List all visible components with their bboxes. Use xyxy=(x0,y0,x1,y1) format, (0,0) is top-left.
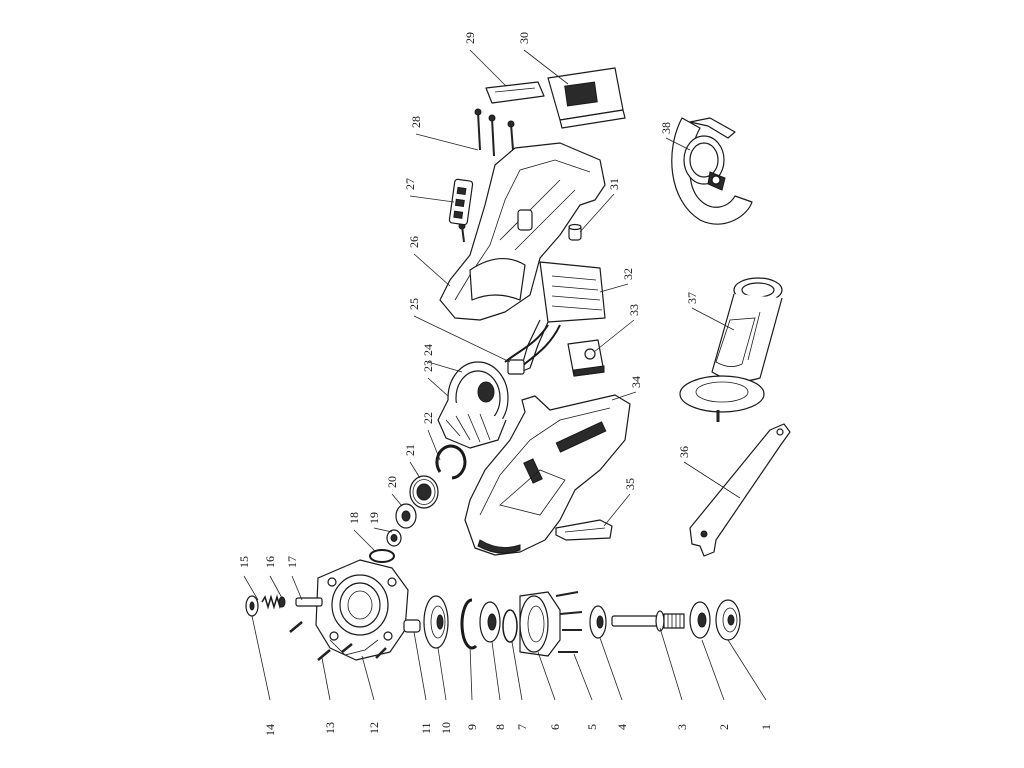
label-18: 18 xyxy=(347,512,361,524)
label-25: 25 xyxy=(407,298,421,310)
label-26: 26 xyxy=(407,236,421,248)
label-17: 17 xyxy=(285,556,299,568)
part-9-circlip xyxy=(460,598,478,650)
label-24: 24 xyxy=(421,344,435,356)
part-37-side-handle xyxy=(679,277,783,422)
part-18-o-ring xyxy=(369,549,395,563)
part-34-motor-housing xyxy=(464,394,631,556)
label-29: 29 xyxy=(463,32,477,44)
label-34: 34 xyxy=(629,376,643,388)
label-4: 4 xyxy=(615,724,629,730)
label-36: 36 xyxy=(677,446,691,458)
part-20-gear xyxy=(395,503,417,529)
label-9: 9 xyxy=(465,724,479,730)
label-2: 2 xyxy=(717,724,731,730)
label-11: 11 xyxy=(419,722,433,734)
part-23-24-motor xyxy=(437,361,509,449)
label-13: 13 xyxy=(323,722,337,734)
part-31-bushing xyxy=(568,223,582,241)
label-15: 15 xyxy=(237,556,251,568)
part-7-washer xyxy=(502,609,518,643)
label-32: 32 xyxy=(621,268,635,280)
label-19: 19 xyxy=(367,512,381,524)
part-36-wrench xyxy=(689,423,791,557)
label-21: 21 xyxy=(403,444,417,456)
label-8: 8 xyxy=(493,724,507,730)
part-22-retaining-ring xyxy=(435,444,467,480)
part-1-outer-nut xyxy=(715,599,741,641)
part-8-spacer xyxy=(479,601,501,643)
part-19-nut xyxy=(386,529,402,547)
label-10: 10 xyxy=(439,722,453,734)
label-22: 22 xyxy=(421,412,435,424)
leader-lines xyxy=(243,49,767,701)
label-12: 12 xyxy=(367,722,381,734)
part-14-button-cap xyxy=(245,595,259,617)
label-23: 23 xyxy=(421,360,435,372)
part-labels: 1 2 3 4 5 6 7 8 9 10 11 12 13 14 15 16 1… xyxy=(237,32,773,736)
part-25-wiring xyxy=(504,324,561,375)
part-29-clip xyxy=(485,81,545,104)
label-37: 37 xyxy=(685,292,699,304)
part-17-gear-housing xyxy=(315,559,409,661)
part-3-spindle xyxy=(611,610,685,632)
label-33: 33 xyxy=(627,304,641,316)
part-12-13-screws xyxy=(289,621,387,661)
part-27-switch xyxy=(448,178,474,226)
part-10-bearing xyxy=(423,595,449,649)
part-21-bearing xyxy=(409,475,439,509)
label-6: 6 xyxy=(548,724,562,730)
label-27: 27 xyxy=(403,178,417,190)
label-38: 38 xyxy=(659,122,673,134)
label-5: 5 xyxy=(585,724,599,730)
part-26-housing-half xyxy=(439,142,606,321)
part-38-wheel-guard xyxy=(671,117,753,225)
label-30: 30 xyxy=(517,32,531,44)
label-20: 20 xyxy=(385,476,399,488)
label-16: 16 xyxy=(263,556,277,568)
part-15-16-spindle-lock xyxy=(261,594,323,610)
label-1: 1 xyxy=(759,724,773,730)
part-30-battery-cover xyxy=(547,67,626,129)
part-35-latch xyxy=(555,519,613,541)
part-4-washer xyxy=(589,605,607,639)
label-28: 28 xyxy=(409,116,423,128)
label-31: 31 xyxy=(607,178,621,190)
part-33-switch-block xyxy=(567,339,605,377)
label-3: 3 xyxy=(675,724,689,730)
part-5-screws xyxy=(555,591,583,653)
part-2-inner-flange xyxy=(689,601,711,639)
part-6-flange xyxy=(519,591,561,657)
label-7: 7 xyxy=(515,724,529,730)
part-11-key xyxy=(403,619,421,633)
label-35: 35 xyxy=(623,478,637,490)
part-28-screws xyxy=(458,108,515,243)
label-14: 14 xyxy=(263,724,277,736)
